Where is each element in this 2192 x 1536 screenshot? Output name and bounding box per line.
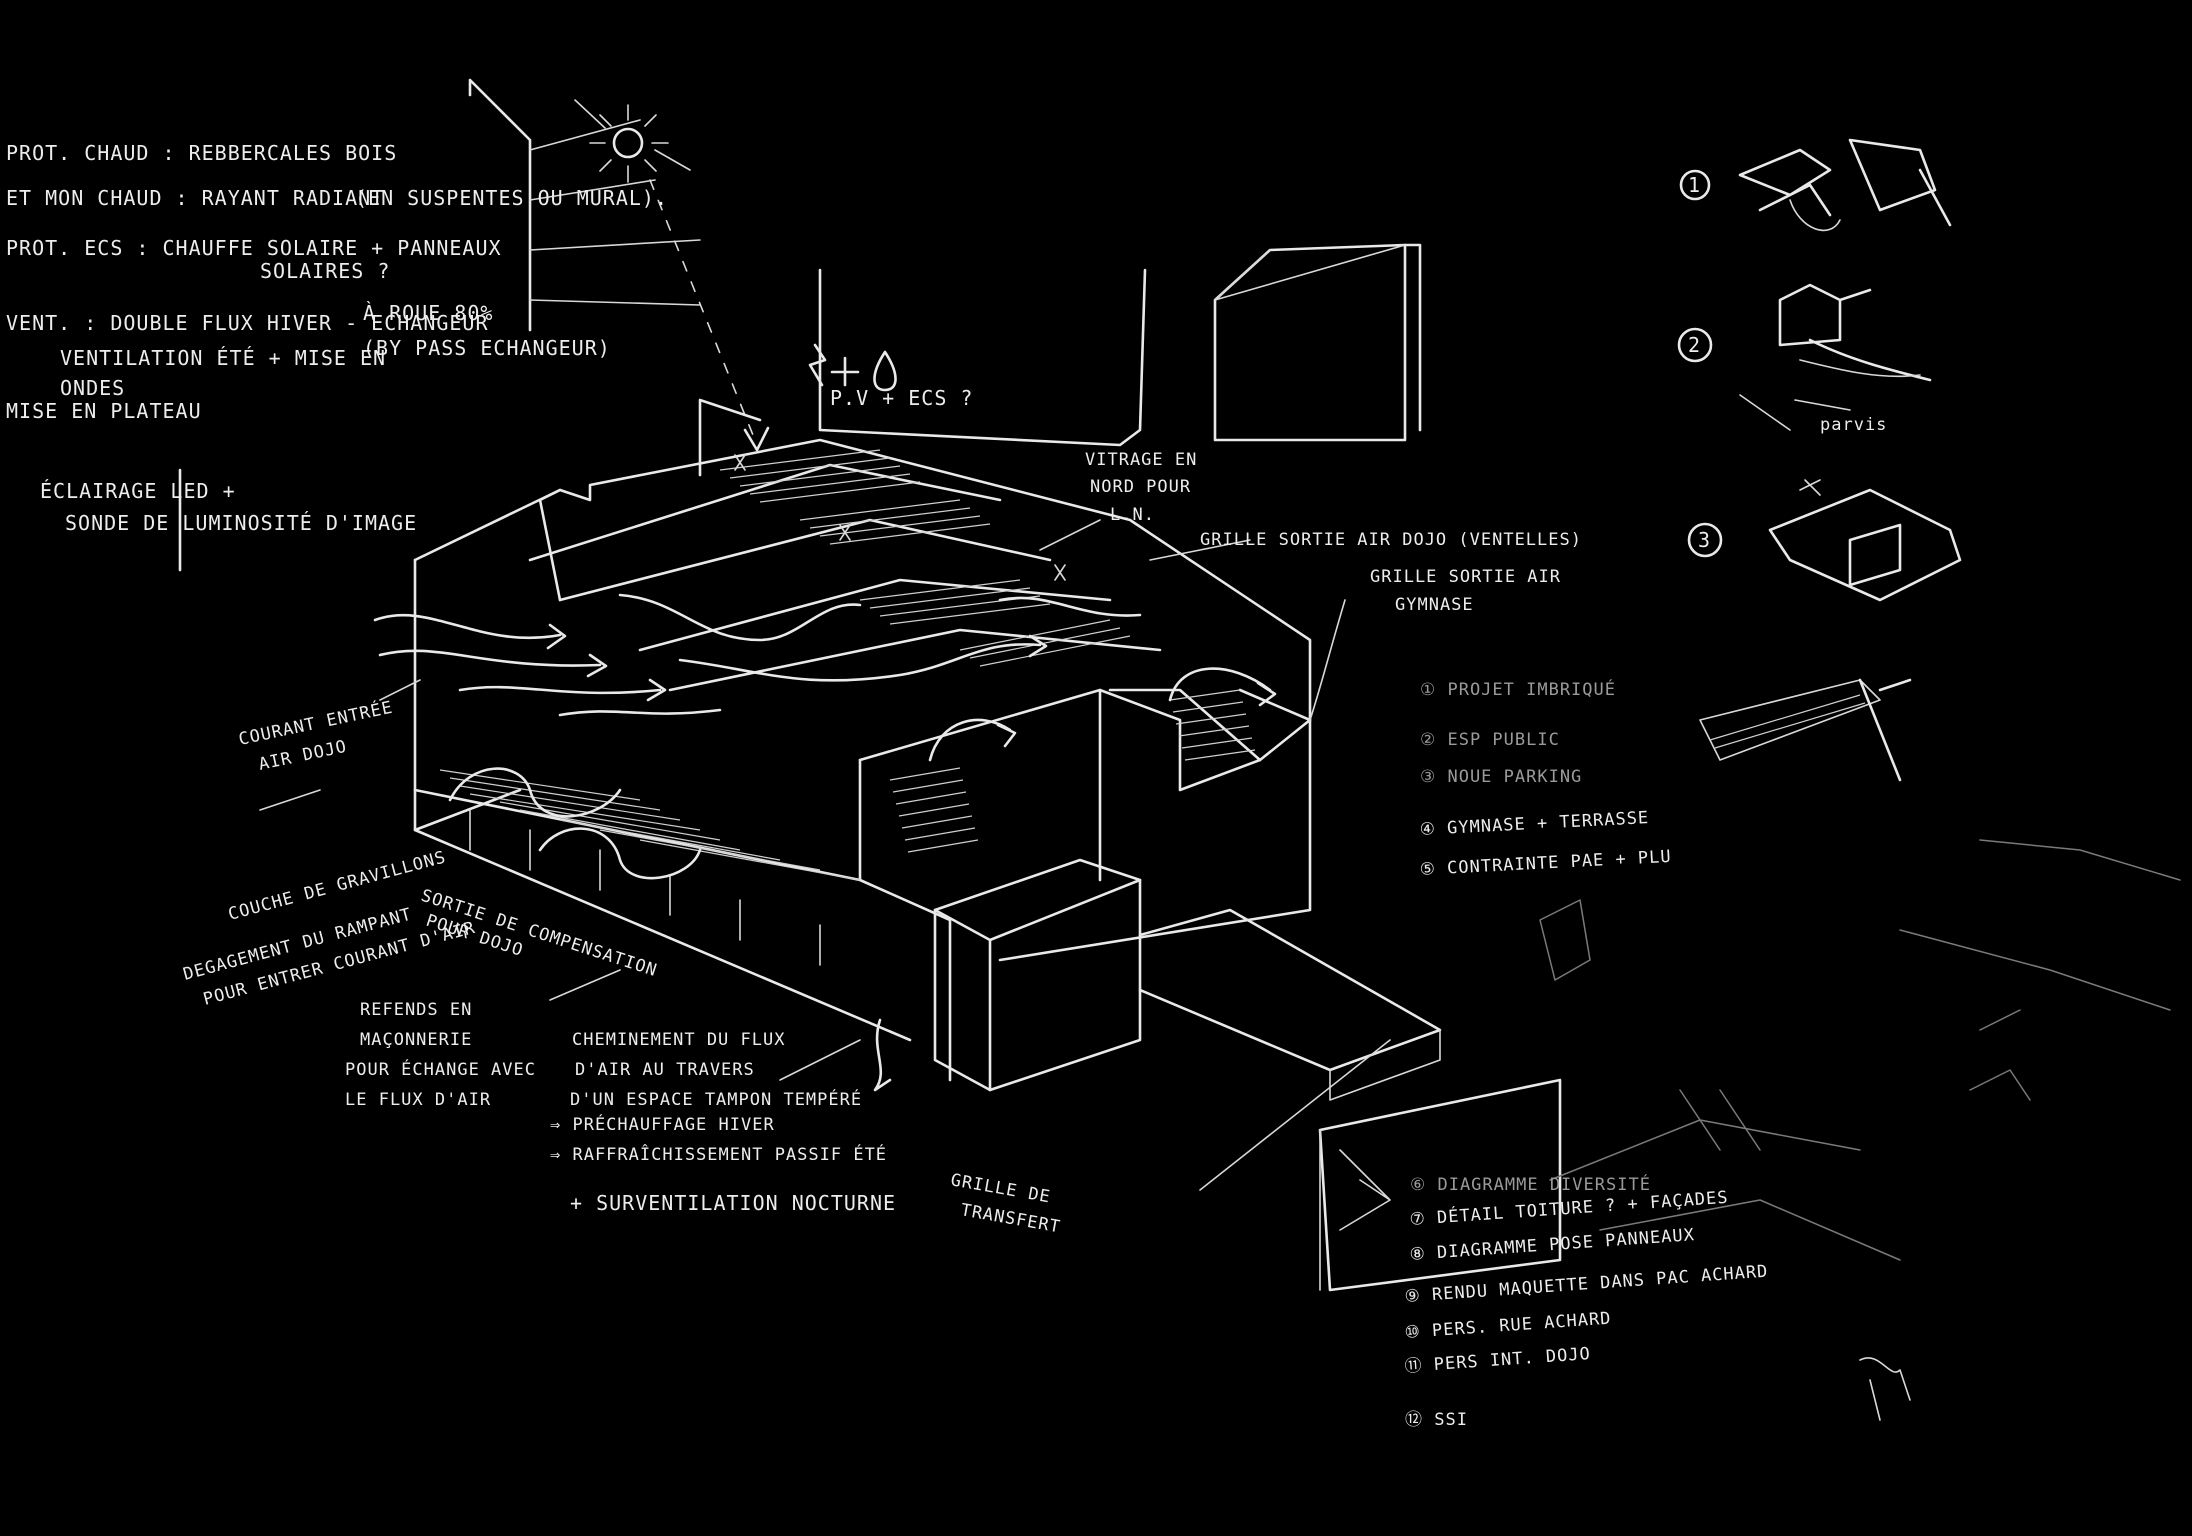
checklist-item-6: ⑥ DIAGRAMME DIVERSITÉ <box>1410 1173 1651 1195</box>
airflow-arrows <box>373 593 1142 717</box>
note-by-pass: (BY PASS ECHANGEUR) <box>363 336 611 360</box>
label-refends-4: LE FLUX D'AIR <box>345 1090 491 1110</box>
back-walls <box>698 243 1422 477</box>
sun-icon <box>574 99 770 452</box>
note-ventilation-ete: VENTILATION ÉTÉ + MISE EN <box>60 346 386 370</box>
note-roue: À ROUE 80% <box>363 301 493 325</box>
label-cheminement-1: CHEMINEMENT DU FLUX <box>572 1030 785 1050</box>
concept-number-3: 3 <box>1698 528 1711 552</box>
label-pv-ecs: P.V + ECS ? <box>830 386 973 410</box>
label-refends-3: POUR ÉCHANGE AVEC <box>345 1058 536 1080</box>
masonry-slab <box>413 767 952 1082</box>
label-vitrage-1: VITRAGE EN <box>1085 450 1197 470</box>
label-couche: COUCHE DE GRAVILLONS <box>226 847 448 924</box>
checklist-item-5: ⑤ CONTRAINTE PAE + PLU <box>1419 847 1672 880</box>
note-plateau: MISE EN PLATEAU <box>6 399 202 423</box>
checklist-item-1: ① PROJET IMBRIQUÉ <box>1420 678 1616 700</box>
label-cheminement-2: D'AIR AU TRAVERS <box>575 1060 755 1080</box>
label-grille-dojo: GRILLE SORTIE AIR DOJO (VENTELLES) <box>1200 530 1582 550</box>
gymnasium-volume <box>858 667 1312 962</box>
checklist-item-10: ⑩ PERS. RUE ACHARD <box>1404 1309 1612 1343</box>
concept-sketch-2 <box>1677 283 1932 431</box>
note-ecs: PROT. ECS : CHAUFFE SOLAIRE + PANNEAUX <box>6 236 502 260</box>
right-background <box>1318 678 2181 1421</box>
checklist-item-12: ⑫ SSI <box>1405 1410 1468 1430</box>
pv-ecs-icon <box>808 343 897 392</box>
concept-label-parvis: parvis <box>1820 415 1887 435</box>
note-double-flux: VENT. : DOUBLE FLUX HIVER - ECHANGEUR <box>6 311 489 335</box>
checklist-item-11: ⑪ PERS INT. DOJO <box>1404 1344 1591 1377</box>
label-refends-2: MAÇONNERIE <box>360 1030 472 1050</box>
label-cheminement-3: D'UN ESPACE TAMPON TEMPÉRÉ <box>570 1088 862 1110</box>
concept-sketch-3 <box>1687 479 1962 602</box>
sawtooth-roof <box>413 438 1312 792</box>
note-solaires: SOLAIRES ? <box>260 259 390 283</box>
note-led: ÉCLAIRAGE LED + <box>40 479 236 503</box>
label-vitrage-3: L.N. <box>1110 505 1155 525</box>
label-vitrage-2: NORD POUR <box>1090 477 1191 497</box>
label-grille-gym-1: GRILLE SORTIE AIR <box>1370 567 1561 587</box>
front-box-ramp <box>873 858 1442 1101</box>
label-refends-1: REFENDS EN <box>360 1000 472 1020</box>
concept-sketch-1 <box>1679 138 1952 232</box>
label-courant-1: COURANT ENTRÉE <box>236 696 394 750</box>
label-surventilation: + SURVENTILATION NOCTURNE <box>570 1191 896 1215</box>
concept-number-1: 1 <box>1688 173 1701 197</box>
note-mon-chaud: ET MON CHAUD : RAYANT RADIANT <box>6 186 384 210</box>
checklist-item-8: ⑧ DIAGRAMME POSE PANNEAUX <box>1409 1225 1696 1265</box>
checklist-item-4: ④ GYMNASE + TERRASSE <box>1419 808 1649 840</box>
note-ondes: ONDES <box>60 376 125 400</box>
checklist-item-2: ② ESP PUBLIC <box>1420 730 1560 750</box>
label-cheminement-5: ⇒ RAFFRAÎCHISSEMENT PASSIF ÉTÉ <box>550 1143 887 1165</box>
checklist-item-3: ③ NOUE PARKING <box>1420 767 1582 787</box>
back-tower <box>178 78 701 572</box>
concept-number-2: 2 <box>1688 333 1701 357</box>
label-cheminement-4: ⇒ PRÉCHAUFFAGE HIVER <box>550 1113 775 1135</box>
note-protection: PROT. CHAUD : REBBERCALES BOIS <box>6 141 397 165</box>
note-sonde: SONDE DE LUMINOSITÉ D'IMAGE <box>65 511 417 535</box>
note-suspentes: (EN SUSPENTES OU MURAL). <box>355 186 668 210</box>
label-grille-gym-2: GYMNASE <box>1395 595 1474 615</box>
leader-lines <box>259 519 1391 1191</box>
checklist-item-9: ⑨ RENDU MAQUETTE DANS PAC ACHARD <box>1404 1262 1769 1307</box>
